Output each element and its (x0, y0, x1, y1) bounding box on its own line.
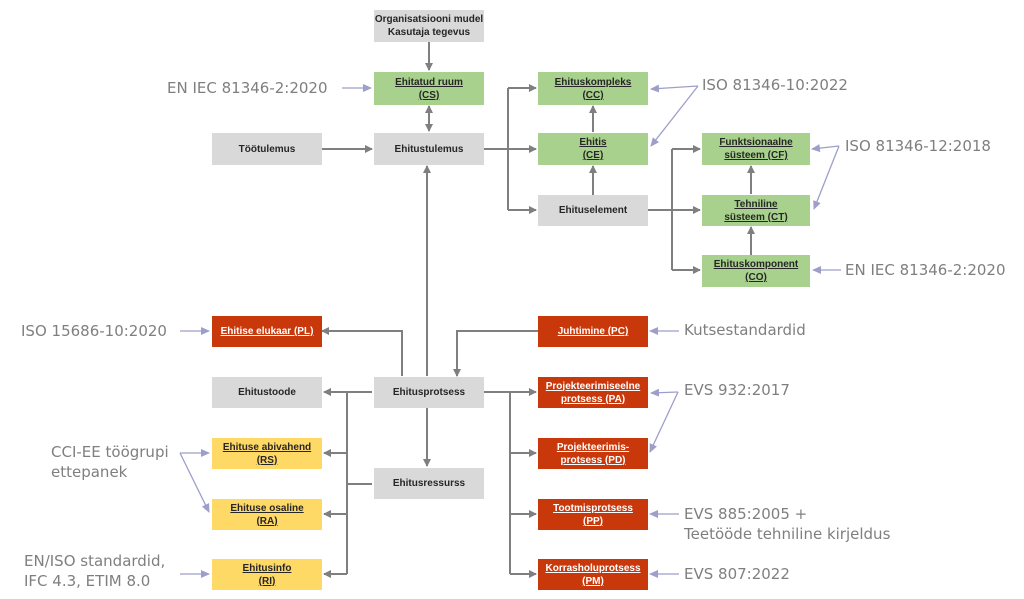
std-en-iso-line-1: EN/ISO standardid, (24, 552, 166, 570)
ehituselement-label: Ehituselement (558, 205, 628, 216)
ra-box: Ehituse osaline (RA) (212, 499, 322, 530)
ri-line-1: Ehitusinfo (242, 562, 292, 574)
std-evs-807-text: EVS 807:2022 (684, 565, 790, 583)
std-cci-ee: CCI-EE töögrupi ettepanek (51, 442, 169, 482)
std-kutsestandardid: Kutsestandardid (684, 320, 806, 340)
std-en-iec-top: EN IEC 81346-2:2020 (167, 78, 328, 98)
std-evs-807: EVS 807:2022 (684, 564, 790, 584)
cs-box: Ehitatud ruum (CS) (374, 72, 484, 105)
tootulemus-box: Töötulemus (212, 133, 322, 165)
ce-box: Ehitis (CE) (538, 133, 648, 165)
pm-line-1: Korrasholuprotsess (545, 562, 641, 574)
ehitustulemus-box: Ehitustulemus (374, 133, 484, 165)
ct-box: Tehniline süsteem (CT) (702, 195, 810, 226)
pd-box: Projekteerimis- protsess (PD) (538, 438, 648, 469)
pc-label: Juhtimine (PC) (557, 326, 629, 337)
std-en-iec-bottom: EN IEC 81346-2:2020 (845, 260, 1006, 280)
std-iso-15686-text: ISO 15686-10:2020 (21, 322, 167, 340)
std-kutsestandardid-text: Kutsestandardid (684, 321, 806, 339)
pl-box: Ehitise elukaar (PL) (212, 316, 322, 347)
pc-box: Juhtimine (PC) (538, 316, 648, 347)
rs-line-2: (RS) (256, 454, 278, 466)
std-en-iec-bottom-text: EN IEC 81346-2:2020 (845, 261, 1006, 279)
pa-box: Projekteerimiseelne protsess (PA) (538, 377, 648, 408)
co-line-1: Ehituskomponent (713, 259, 799, 270)
pa-line-1: Projekteerimiseelne (545, 380, 641, 392)
pd-line-2: protsess (PD) (560, 454, 626, 466)
iso-10-arrow-cc (650, 84, 699, 93)
std-en-iso-line-2: IFC 4.3, ETIM 8.0 (24, 572, 151, 590)
pl-label: Ehitise elukaar (PL) (220, 326, 314, 337)
pa-line-2: protsess (PA) (560, 393, 626, 405)
ehitustulemus-label: Ehitustulemus (394, 143, 464, 155)
std-iso-12: ISO 81346-12:2018 (845, 136, 991, 156)
cf-box: Funktsionaalne süsteem (CF) (702, 133, 810, 165)
std-iso-12-text: ISO 81346-12:2018 (845, 137, 991, 155)
cs-line-1: Ehitatud ruum (395, 76, 463, 88)
cf-line-1: Funktsionaalne (719, 137, 793, 148)
std-iso-10-text: ISO 81346-10:2022 (702, 76, 848, 94)
org-model-box: Organisatsiooni mudel Kasutaja tegevus (374, 10, 484, 42)
ehitusprotsess-to-pl-line (321, 327, 403, 376)
std-cci-ee-line-1: CCI-EE töögrupi (51, 443, 169, 461)
tootulemus-label: Töötulemus (238, 143, 296, 155)
ce-line-1: Ehitis (579, 137, 607, 148)
cci-ee-arrow-ra (179, 452, 210, 513)
ra-line-1: Ehituse osaline (230, 502, 304, 514)
iso-10-arrow-ce (650, 85, 699, 147)
std-cci-ee-line-2: ettepanek (51, 463, 128, 481)
std-evs-932-text: EVS 932:2017 (684, 381, 790, 399)
co-line-2: (CO) (745, 272, 767, 283)
std-evs-932: EVS 932:2017 (684, 380, 790, 400)
iso-12-arrow-cf (811, 144, 840, 153)
ra-line-2: (RA) (256, 515, 278, 527)
std-evs-885: EVS 885:2005 + Teetööde tehniline kirjel… (684, 504, 890, 544)
std-iso-15686: ISO 15686-10:2020 (21, 321, 167, 341)
std-en-iso: EN/ISO standardid, IFC 4.3, ETIM 8.0 (24, 551, 165, 591)
org-model-line-1: Organisatsiooni mudel (374, 14, 484, 25)
ehitusressurss-label: Ehitusressurss (392, 478, 466, 489)
pp-line-2: (PP) (583, 515, 603, 527)
std-iso-10: ISO 81346-10:2022 (702, 75, 848, 95)
ce-line-2: (CE) (582, 150, 604, 161)
ehitustoode-label: Ehitustoode (238, 387, 296, 398)
cc-box: Ehituskompleks (CC) (538, 72, 648, 105)
pm-box: Korrasholuprotsess (PM) (538, 559, 648, 590)
ehitusressurss-box: Ehitusressurss (374, 468, 484, 499)
std-evs-885-line-1: EVS 885:2005 + (684, 505, 808, 523)
pc-to-ehitusprotsess-line (453, 330, 538, 377)
ehituselement-box: Ehituselement (538, 195, 648, 226)
cf-line-2: süsteem (CF) (724, 150, 788, 161)
co-box: Ehituskomponent (CO) (702, 255, 810, 287)
rs-line-1: Ehituse abivahend (222, 441, 312, 453)
cs-line-2: (CS) (418, 89, 440, 101)
std-evs-885-line-2: Teetööde tehniline kirjeldus (684, 525, 891, 543)
pp-line-1: Tootmisprotsess (553, 502, 633, 514)
ct-line-2: süsteem (CT) (724, 211, 788, 223)
pm-line-2: (PM) (582, 575, 604, 587)
ri-box: Ehitusinfo (RI) (212, 559, 322, 590)
pd-line-1: Projekteerimis- (556, 441, 630, 453)
structure-connectors (321, 42, 755, 578)
ri-line-2: (RI) (258, 575, 276, 587)
cc-line-2: (CC) (582, 89, 604, 101)
reference-arrows (179, 84, 841, 578)
evs-932-arrow-pd (649, 391, 679, 453)
std-en-iec-top-text: EN IEC 81346-2:2020 (167, 79, 328, 97)
cc-line-1: Ehituskompleks (554, 76, 632, 88)
ehitustoode-box: Ehitustoode (212, 377, 322, 408)
pp-box: Tootmisprotsess (PP) (538, 499, 648, 530)
ehitusprotsess-label: Ehitusprotsess (392, 387, 466, 398)
iso-12-arrow-ct (813, 145, 840, 210)
evs-932-arrow-pa (650, 388, 679, 397)
ehitusprotsess-box: Ehitusprotsess (374, 377, 484, 408)
ct-line-1: Tehniline (734, 198, 778, 210)
rs-box: Ehituse abivahend (RS) (212, 438, 322, 469)
org-model-line-2: Kasutaja tegevus (387, 27, 471, 38)
